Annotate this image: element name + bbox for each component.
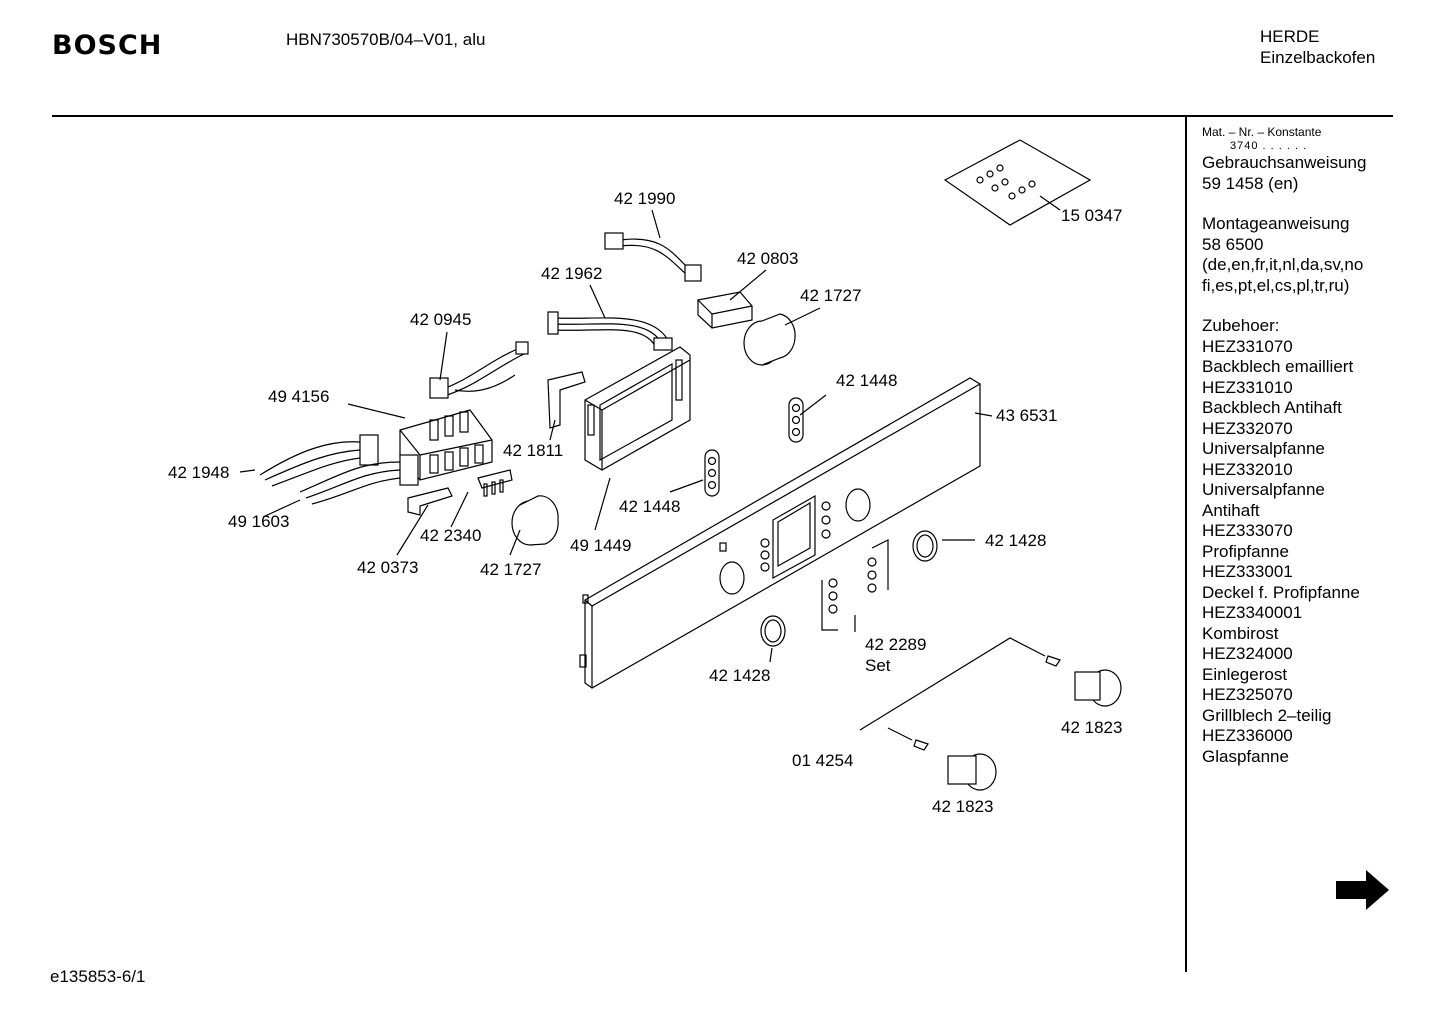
- sidebar-line: Gebrauchsanweisung: [1202, 153, 1367, 172]
- wire-harness-part: [604, 232, 702, 282]
- header-rule: [52, 115, 1393, 117]
- category-subtitle: Einzelbackofen: [1260, 48, 1376, 67]
- sidebar-line: 58 6500: [1202, 234, 1264, 254]
- wire-set-part: [259, 434, 419, 505]
- sidebar-line: Kombirost: [1202, 623, 1279, 643]
- sidebar-line: Backblech emailliert: [1202, 357, 1354, 376]
- sidebar-line: HEZ333001: [1202, 562, 1293, 581]
- part-label: 42 1811: [503, 441, 563, 460]
- category-title: HERDE: [1260, 27, 1320, 46]
- part-label: 01 4254: [792, 751, 853, 770]
- control-knob-part: [913, 655, 1122, 791]
- sidebar-line: HEZ325070: [1202, 685, 1293, 704]
- sidebar-line: Universalpfanne: [1202, 439, 1325, 458]
- part-label: Set: [865, 656, 891, 675]
- sidebar-line: Universalpfanne: [1202, 480, 1325, 499]
- led-holder-part: [704, 397, 804, 497]
- part-label: 42 1727: [800, 286, 861, 305]
- part-label: 49 1449: [570, 536, 631, 555]
- sidebar-line: HEZ336000: [1202, 726, 1293, 745]
- sidebar-line: HEZ324000: [1202, 644, 1293, 663]
- sidebar-line: Glaspfanne: [1202, 746, 1289, 766]
- part-labels: 42 1990 42 0803 42 1962 42 1727 42 0945 …: [168, 189, 1122, 816]
- sidebar-line: fi,es,pt,el,cs,pl,tr,ru): [1202, 275, 1350, 295]
- sidebar-constant: 3740 . . . . . .: [1230, 140, 1308, 152]
- part-label: 42 0945: [410, 310, 471, 329]
- part-label: 42 1823: [1061, 718, 1122, 737]
- control-panel-part: [579, 377, 981, 689]
- sidebar-line: Grillblech 2–teilig: [1202, 705, 1332, 725]
- ribbon-cable-part: [547, 311, 673, 351]
- part-label: 42 1448: [836, 371, 897, 390]
- cable-part: [429, 341, 529, 399]
- sidebar-line: HEZ332010: [1202, 459, 1293, 479]
- sidebar-line: HEZ331070: [1202, 336, 1293, 356]
- part-label: 42 2289: [865, 635, 926, 654]
- connector-part: [407, 469, 513, 516]
- sidebar-line: Zubehoer:: [1202, 316, 1280, 335]
- o-ring-part: [760, 530, 938, 647]
- leader-lines: [239, 195, 1061, 741]
- part-label: 49 1603: [228, 512, 289, 531]
- sidebar-divider: [1185, 117, 1187, 972]
- arrow-right-icon[interactable]: [1336, 870, 1389, 910]
- sidebar-line: Backblech Antihaft: [1202, 398, 1342, 417]
- part-label: 42 2340: [420, 526, 481, 545]
- sidebar-line: Profipfanne: [1202, 541, 1289, 561]
- part-label: 42 1823: [932, 797, 993, 816]
- part-label: 15 0347: [1061, 206, 1122, 225]
- part-label: 43 6531: [996, 406, 1057, 425]
- sidebar-info: Mat. – Nr. – Konstante 3740 . . . . . . …: [1202, 125, 1402, 767]
- sidebar-line: Deckel f. Profipfanne: [1202, 582, 1360, 602]
- part-label: 42 1448: [619, 497, 680, 516]
- part-label: 42 1727: [480, 560, 541, 579]
- sidebar-line: Antihaft: [1202, 500, 1260, 520]
- part-label: 49 4156: [268, 387, 329, 406]
- part-label: 42 0373: [357, 558, 418, 577]
- model-number: HBN730570B/04–V01, alu: [286, 30, 486, 49]
- part-label: 42 1428: [709, 666, 770, 685]
- part-label: 42 1962: [541, 264, 602, 283]
- selector-switch-part: [399, 409, 493, 481]
- electronic-module-part: [584, 346, 691, 471]
- sidebar-header: Mat. – Nr. – Konstante: [1202, 125, 1322, 139]
- sidebar-line: HEZ331010: [1202, 377, 1293, 397]
- bracket-part: [547, 371, 586, 429]
- part-label: 42 1428: [985, 531, 1046, 550]
- relay-part: [697, 291, 753, 329]
- sidebar-line: HEZ3340001: [1202, 603, 1303, 622]
- knob-ring-part: [511, 313, 796, 546]
- sidebar-line: Montageanweisung: [1202, 214, 1350, 233]
- sidebar-line: HEZ332070: [1202, 418, 1293, 438]
- brand-logo: BOSCH: [52, 30, 163, 61]
- sidebar-line: 59 1458 (en): [1202, 173, 1299, 193]
- sidebar-line: (de,en,fr,it,nl,da,sv,no: [1202, 255, 1364, 274]
- part-label: 42 1948: [168, 463, 229, 482]
- sidebar-line: HEZ333070: [1202, 521, 1293, 540]
- part-label: 42 0803: [737, 249, 798, 268]
- screw-bag-part: [943, 139, 1092, 226]
- part-label: 42 1990: [614, 189, 675, 208]
- document-code: e135853-6/1: [50, 967, 146, 986]
- sidebar-line: Einlegerost: [1202, 664, 1288, 684]
- screw-set-part: [821, 539, 889, 631]
